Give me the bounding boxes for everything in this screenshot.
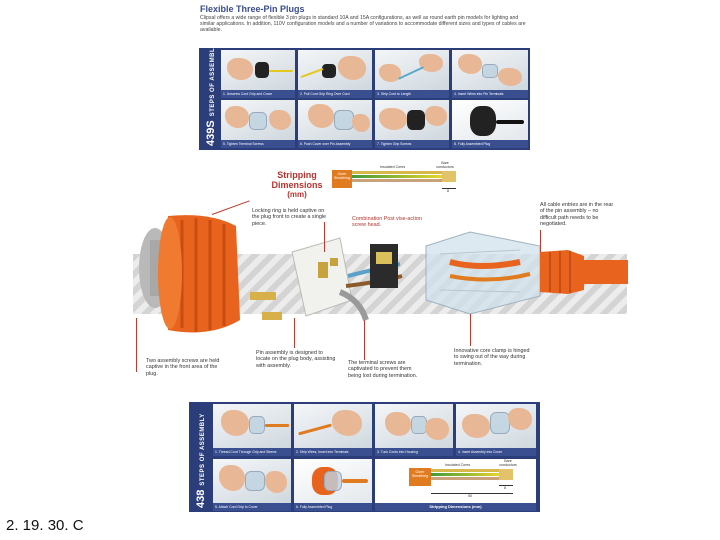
step-2: 2. Strip Wires, Insert into Terminals bbox=[294, 404, 372, 456]
step-4: 4. Insert Wires into Pin Terminals bbox=[452, 50, 528, 98]
assembly-panel-439s: 439SSTEPS OF ASSEMBLY 1. Unscrew Cord Gr… bbox=[199, 44, 530, 150]
core-clamp bbox=[370, 244, 398, 288]
leader-line bbox=[294, 318, 295, 348]
annotation-terminal-screws: The terminal screws are captivated to pr… bbox=[348, 360, 418, 379]
step-caption: 4. Insert Wires into Pin Terminals bbox=[452, 90, 528, 98]
step-caption: 5. Tighten Terminal Screws bbox=[221, 140, 295, 148]
stripping-diagram-bottom: Insulated Cores Bare conductors Outer Sh… bbox=[375, 459, 536, 511]
step-5: 5. Attach Cord Grip to Cover bbox=[213, 459, 291, 511]
step-7: 7. Tighten Grip Screws bbox=[375, 100, 449, 148]
orange-locking-ring bbox=[139, 215, 240, 333]
flat-pin bbox=[262, 312, 282, 320]
annotation-combination-post: Combination Post vise-action screw head. bbox=[352, 216, 422, 229]
step-8: 8. Fully Assembled Plug bbox=[452, 100, 528, 148]
insulated-cores-label: Insulated Cores bbox=[445, 463, 471, 467]
steps-label: STEPS OF ASSEMBLY bbox=[200, 413, 206, 486]
step-5: 5. Tighten Terminal Screws bbox=[221, 100, 295, 148]
page-title: Flexible Three-Pin Plugs bbox=[200, 4, 305, 14]
sheath-length-label: 50 bbox=[468, 494, 472, 498]
step-3: 3. Tuck Cords into Housing bbox=[375, 404, 453, 456]
stripping-unit: (mm) bbox=[287, 190, 307, 199]
leader-line bbox=[540, 230, 541, 252]
step-caption: 1. Unscrew Cord Grip and Cover bbox=[221, 90, 295, 98]
step-1: 1. Thread Cord Through Grip and Sleeve bbox=[213, 404, 291, 456]
step-caption: 6. Push Cover over Pin Assembly bbox=[298, 140, 372, 148]
step-6: 6. Fully Assembled Plug bbox=[294, 459, 372, 511]
step-caption: 2. Pull Cord Grip Ring Over Cord bbox=[298, 90, 372, 98]
page-reference-code: 2. 19. 30. C bbox=[6, 517, 84, 534]
strip-length-label: 8 bbox=[504, 486, 506, 490]
leader-line bbox=[136, 318, 137, 372]
step-caption: 5. Attach Cord Grip to Cover bbox=[213, 503, 291, 511]
stripping-diagram-top: Insulated Cores Bare conductors Outer Sh… bbox=[332, 158, 462, 200]
step-3: 3. Strip Cord to Length bbox=[375, 50, 449, 98]
leader-line bbox=[470, 314, 471, 346]
step-caption: 3. Strip Cord to Length bbox=[375, 90, 449, 98]
bare-conductors-label: Bare conductors bbox=[436, 161, 454, 169]
leader-line bbox=[364, 320, 365, 360]
step-caption: 4. Insert Assembly into Cover bbox=[456, 448, 536, 456]
annotation-locking-ring: Locking ring is held captive on the plug… bbox=[252, 208, 327, 227]
stripping-title-bottom: Stripping Dimensions (mm) bbox=[375, 503, 536, 511]
step-caption: 6. Fully Assembled Plug bbox=[294, 503, 372, 511]
leader-line bbox=[324, 222, 325, 252]
annotation-pin-assembly: Pin assembly is designed to locate on th… bbox=[256, 350, 336, 369]
step-1: 1. Unscrew Cord Grip and Cover bbox=[221, 50, 295, 98]
step-caption: 3. Tuck Cords into Housing bbox=[375, 448, 453, 456]
step-caption: 7. Tighten Grip Screws bbox=[375, 140, 449, 148]
annotation-core-clamp: Innovative core clamp is hinged to swing… bbox=[454, 348, 530, 367]
step-caption: 8. Fully Assembled Plug bbox=[452, 140, 528, 148]
earth-wire bbox=[338, 289, 369, 321]
insulated-cores-label: Insulated Cores bbox=[380, 165, 406, 169]
intro-paragraph: Clipsal offers a wide range of flexible … bbox=[200, 15, 526, 34]
clear-cover bbox=[425, 231, 541, 315]
step-2: 2. Pull Cord Grip Ring Over Cord bbox=[298, 50, 372, 98]
orange-cord-grip bbox=[540, 250, 628, 294]
panel-side-label: 438 STEPS OF ASSEMBLY bbox=[191, 413, 209, 508]
stripping-dimensions-title: Stripping Dimensions (mm) bbox=[262, 170, 332, 200]
annotation-assembly-screws: Two assembly screws are held captive in … bbox=[146, 358, 220, 377]
strip-length-label: 8 bbox=[447, 189, 449, 193]
pin-assembly bbox=[291, 237, 353, 317]
flat-pin bbox=[250, 292, 276, 300]
assembly-panel-438: 438 STEPS OF ASSEMBLY 1. Thread Cord Thro… bbox=[189, 402, 540, 512]
stripping-title-text: Stripping Dimensions bbox=[271, 170, 323, 190]
bare-conductors-label: Bare conductors bbox=[499, 459, 517, 467]
model-number: 438 bbox=[195, 489, 207, 508]
step-6: 6. Push Cover over Pin Assembly bbox=[298, 100, 372, 148]
step-caption: 1. Thread Cord Through Grip and Sleeve bbox=[213, 448, 291, 456]
annotation-cable-entries: All cable entries are in the rear of the… bbox=[540, 202, 614, 228]
step-caption: 2. Strip Wires, Insert into Terminals bbox=[294, 448, 372, 456]
outer-sheathing-label: Outer Sheathing bbox=[332, 170, 352, 188]
outer-sheathing-label: Outer Sheathing bbox=[409, 468, 431, 486]
step-4: 4. Insert Assembly into Cover bbox=[456, 404, 536, 456]
